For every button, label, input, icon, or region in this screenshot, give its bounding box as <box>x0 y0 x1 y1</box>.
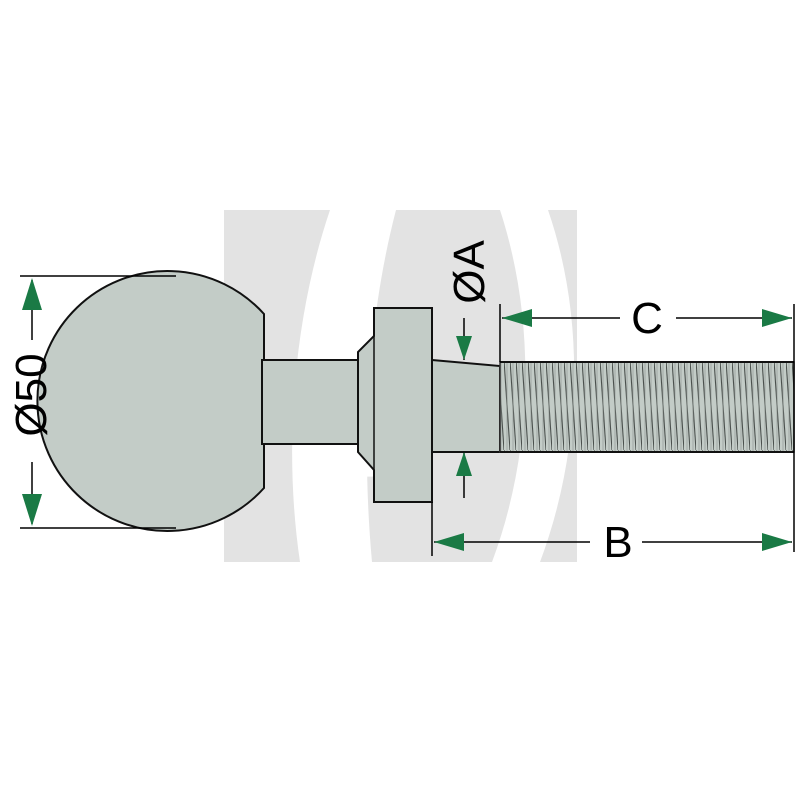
arrowhead-up <box>456 452 472 476</box>
ball-diameter-label: Ø50 <box>7 353 56 436</box>
dimension-thread-length: C <box>499 294 795 552</box>
arrowhead-right <box>762 309 792 327</box>
arrowhead-right <box>762 533 792 551</box>
dimension-total-length: B <box>431 502 792 567</box>
arrowhead-left <box>434 533 464 551</box>
collar-flange <box>357 307 433 503</box>
shank-diameter-label: ØA <box>445 240 494 304</box>
thread-length-label: C <box>631 294 663 343</box>
arrowhead-down <box>22 494 42 526</box>
arrowhead-down <box>456 336 472 360</box>
neck-shaft <box>261 359 367 445</box>
shank <box>431 358 501 453</box>
total-length-label: B <box>603 518 632 567</box>
dimension-ball-diameter: Ø50 <box>7 275 176 529</box>
dimension-shank-diameter: ØA <box>445 240 494 498</box>
ball-head <box>36 270 265 532</box>
arrowhead-left <box>502 309 532 327</box>
arrowhead-up <box>22 278 42 310</box>
threaded-section <box>499 361 795 453</box>
